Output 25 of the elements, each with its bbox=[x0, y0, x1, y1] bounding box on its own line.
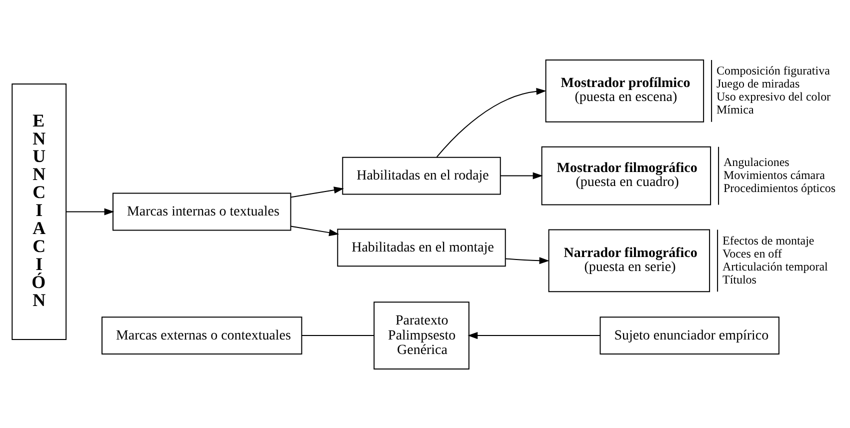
node-label: Procedimientos ópticos bbox=[724, 180, 836, 194]
node-box: ENUNCIACIÓN bbox=[12, 82, 67, 340]
arrow bbox=[505, 256, 550, 264]
node-label: Juego de miradas bbox=[716, 76, 800, 90]
node-box: Sujeto enunciador empírico bbox=[600, 316, 780, 354]
arrow bbox=[290, 186, 344, 198]
arrow bbox=[436, 87, 546, 157]
arrow bbox=[66, 208, 114, 215]
arrow bbox=[468, 332, 600, 339]
node-box: Habilitadas en el rodaje bbox=[342, 156, 501, 194]
node-label: Angulaciones bbox=[724, 154, 790, 168]
node-label: Composición figurativa bbox=[716, 63, 830, 78]
node-label: Voces en off bbox=[722, 246, 782, 260]
arrow bbox=[500, 172, 543, 179]
node-label: Articulación temporal bbox=[722, 258, 828, 273]
node-label: Mímica bbox=[716, 102, 754, 116]
node-box: Paratexto Palimpsesto Genérica bbox=[374, 301, 470, 369]
connector bbox=[301, 334, 374, 336]
node-label: Títulos bbox=[722, 272, 756, 286]
node-box: Marcas internas o textuales bbox=[112, 192, 292, 230]
node-box: Habilitadas en el montaje bbox=[337, 228, 506, 266]
node-label: Uso expresivo del color bbox=[716, 89, 831, 104]
arrow bbox=[290, 225, 340, 236]
node-box: Marcas externas o contextuales bbox=[102, 316, 302, 354]
node-label: Efectos de montaje bbox=[722, 232, 814, 247]
